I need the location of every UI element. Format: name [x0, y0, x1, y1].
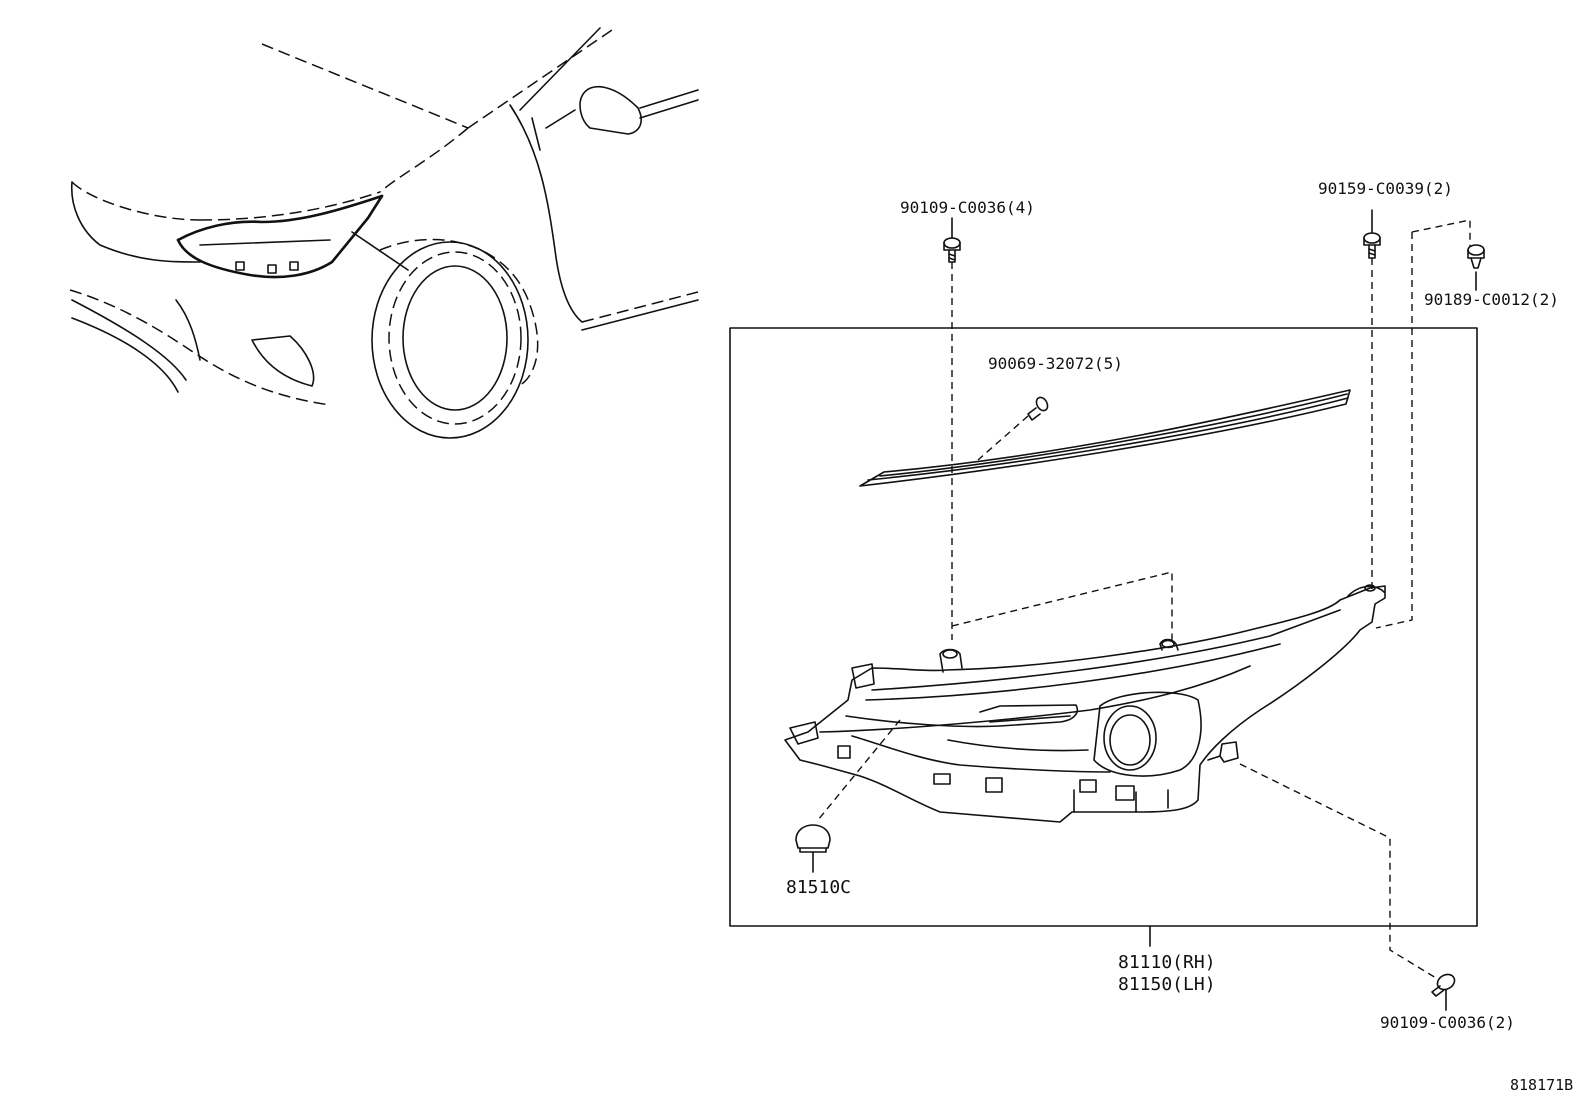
part-label-81150-lh: 81150(LH)	[1118, 974, 1216, 995]
bolt-icon	[943, 237, 961, 263]
bolt-icon	[1363, 232, 1381, 259]
bolt-icon	[1431, 973, 1456, 997]
screw-icon	[1027, 396, 1049, 421]
vehicle-front-view	[69, 27, 699, 439]
headlamp-assembly	[784, 584, 1386, 823]
drawing-code: 818171B	[1510, 1076, 1573, 1094]
part-label-90069-32072-5: 90069-32072(5)	[988, 354, 1123, 373]
part-label-90189-c0012-2: 90189-C0012(2)	[1424, 290, 1559, 309]
solid-leaders	[812, 209, 1477, 1011]
assembly-boundary-box	[729, 327, 1478, 927]
part-label-90109-c0036-4: 90109-C0036(4)	[900, 198, 1035, 217]
bulb-icon	[795, 824, 831, 853]
trim-molding	[859, 389, 1351, 487]
dashed-leaders	[817, 219, 1471, 979]
clip-icon	[1467, 244, 1485, 269]
part-label-81110-rh: 81110(RH)	[1118, 952, 1216, 973]
part-label-81510c: 81510C	[786, 877, 851, 898]
part-label-90109-c0036-2: 90109-C0036(2)	[1380, 1013, 1515, 1032]
part-label-90159-c0039-2: 90159-C0039(2)	[1318, 179, 1453, 198]
